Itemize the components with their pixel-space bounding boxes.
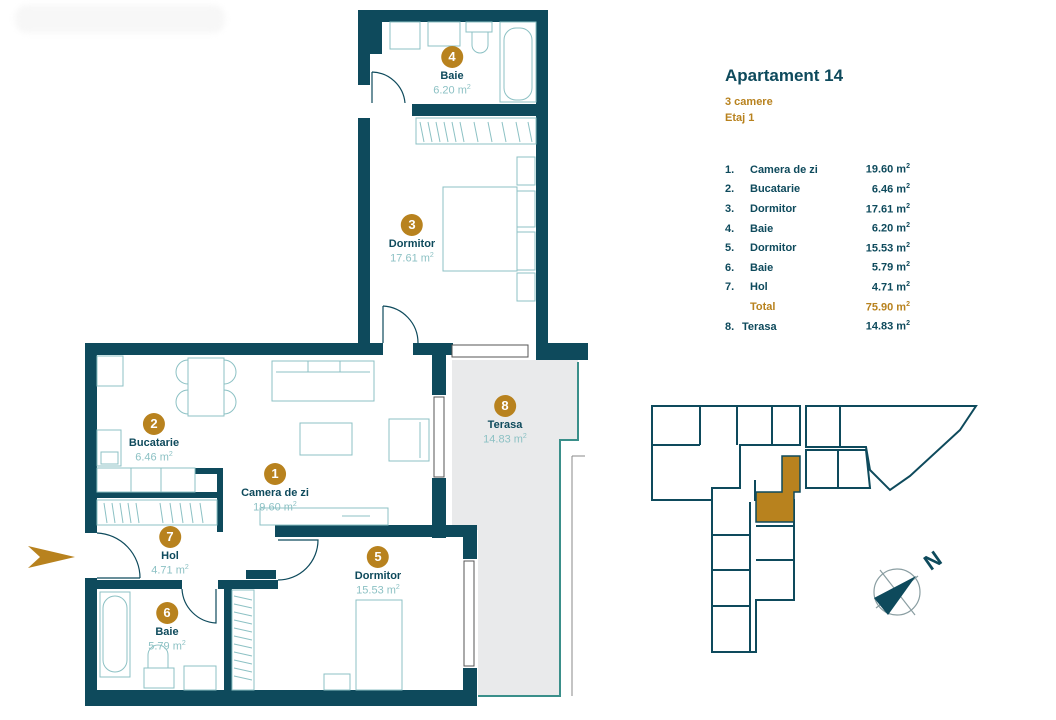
room-number-badge: 4: [440, 46, 463, 68]
room-number-badge: 6: [155, 602, 178, 624]
room-number-badge: 5: [366, 546, 389, 568]
highlighted-apartment: [755, 455, 801, 523]
apartment-title: Apartament 14: [725, 66, 844, 85]
building-key-plan: [651, 405, 978, 653]
room-number-badge: 7: [158, 526, 181, 548]
room-number-badge: 1: [264, 463, 286, 485]
walls: [85, 10, 588, 706]
room-label-baie-4: 4 Baie 6.20 m2: [433, 46, 471, 97]
apartment-info: Apartament 14 3 camere Etaj 1: [725, 66, 925, 126]
room-label-baie-6: 6 Baie 5.79 m2: [148, 602, 186, 653]
room-label-bucatarie: 2 Bucatarie 6.46 m2: [129, 413, 179, 464]
floor-label: Etaj 1: [725, 112, 755, 124]
watermark-logo: [15, 5, 225, 33]
room-label-hol: 7 Hol 4.71 m2: [151, 526, 189, 577]
terrace-area: [452, 360, 578, 696]
room-label-dormitor-5: 5 Dormitor 15.53 m2: [355, 546, 401, 597]
room-label-terasa: 8 Terasa 14.83 m2: [483, 395, 527, 446]
room-number-badge: 2: [142, 413, 165, 435]
room-number-badge: 3: [400, 214, 423, 236]
compass-icon: [873, 568, 921, 616]
room-label-camera-de-zi: 1 Camera de zi 19.60 m2: [241, 463, 309, 514]
entrance-arrow-icon: [28, 546, 75, 568]
room-label-dormitor-3: 3 Dormitor 17.61 m2: [389, 214, 435, 265]
room-number-badge: 8: [494, 395, 516, 417]
rooms-count: 3 camere: [725, 96, 773, 108]
